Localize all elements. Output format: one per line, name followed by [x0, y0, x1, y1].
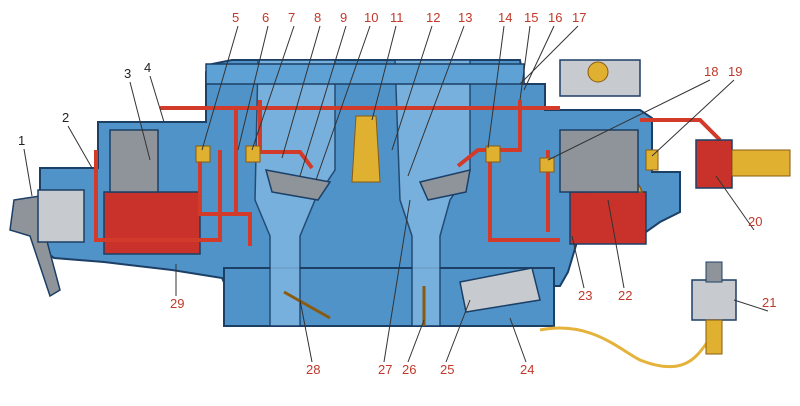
leader-line-22 [607, 199, 625, 289]
air-horn [205, 63, 525, 85]
callout-25: 25 [440, 362, 454, 377]
small-diffusers [264, 169, 471, 201]
callout-16: 16 [548, 10, 562, 25]
leader-line-19 [651, 79, 735, 157]
callout-19: 19 [728, 64, 742, 79]
economizer-body [459, 267, 541, 313]
economizer [459, 267, 541, 313]
jet-18 [539, 157, 555, 173]
leader-line-10 [315, 25, 371, 181]
callout-6: 6 [262, 10, 269, 25]
valve-21-cap [705, 261, 723, 283]
callout-7: 7 [288, 10, 295, 25]
leader-line-21 [733, 299, 769, 312]
callout-23: 23 [578, 288, 592, 303]
leader-line-20 [715, 175, 755, 231]
accelerator-pump-nozzle [351, 115, 381, 183]
diffuser-right [418, 169, 471, 201]
callout-5: 5 [232, 10, 239, 25]
accelerator-pump [559, 59, 641, 97]
leader-line-11 [371, 25, 397, 121]
leader-line-25 [445, 299, 471, 363]
leader-line-27 [383, 199, 411, 363]
inlet-fitting [695, 139, 791, 189]
leader-line-13 [407, 25, 465, 177]
leader-line-7 [251, 25, 295, 151]
leader-line-23 [571, 235, 585, 289]
leader-line-5 [201, 25, 239, 151]
leader-line-3 [129, 81, 151, 161]
callout-21: 21 [762, 295, 776, 310]
choke-mechanism [9, 189, 85, 298]
diffuser-left [264, 169, 332, 201]
callout-1: 1 [18, 133, 25, 148]
jet-19 [645, 149, 659, 171]
leader-line-6 [237, 25, 269, 151]
leader-line-28 [299, 299, 313, 363]
callout-17: 17 [572, 10, 586, 25]
callout-14: 14 [498, 10, 512, 25]
leader-line-17 [519, 25, 579, 85]
float-left [109, 129, 159, 193]
jets [195, 115, 659, 183]
valve-21-stem [705, 319, 723, 355]
callout-9: 9 [340, 10, 347, 25]
valve-21-body [691, 279, 737, 321]
solenoid-20 [695, 139, 733, 189]
throttle-valves [283, 286, 426, 326]
leader-line-16 [523, 25, 555, 91]
leader-line-12 [391, 25, 433, 151]
leader-line-15 [519, 25, 531, 101]
channel-left-1 [94, 150, 222, 242]
leader-line-1 [23, 148, 33, 197]
callout-24: 24 [520, 362, 534, 377]
leader-line-26 [407, 319, 425, 363]
wire [539, 326, 714, 369]
callout-15: 15 [524, 10, 538, 25]
callout-10: 10 [364, 10, 378, 25]
callout-28: 28 [306, 362, 320, 377]
leader-line-2 [67, 125, 93, 169]
leader-line-24 [509, 317, 527, 363]
leader-line-18 [547, 79, 711, 161]
solenoid-valve-21 [539, 261, 737, 369]
jet-15 [485, 145, 501, 163]
callout-18: 18 [704, 64, 718, 79]
throttle-valve-28 [283, 290, 331, 320]
callout-8: 8 [314, 10, 321, 25]
callout-11: 11 [390, 10, 404, 25]
leader-line-14 [487, 25, 505, 149]
callout-27: 27 [378, 362, 392, 377]
fuel-inlet-fitting [731, 149, 791, 177]
float-chamber-right [569, 191, 647, 245]
leader-line-9 [299, 25, 347, 177]
callout-3: 3 [124, 66, 131, 81]
leader-lines [23, 25, 769, 363]
channel-solenoid [640, 118, 722, 142]
callout-29: 29 [170, 296, 184, 311]
channel-right-1 [488, 150, 560, 242]
float-chamber-right-upper [559, 129, 639, 193]
jet-5 [195, 145, 211, 163]
callout-13: 13 [458, 10, 472, 25]
callout-12: 12 [426, 10, 440, 25]
callout-20: 20 [748, 214, 762, 229]
leader-line-4 [149, 75, 165, 123]
channel-left-2 [198, 150, 252, 246]
callout-4: 4 [144, 60, 151, 75]
callout-26: 26 [402, 362, 416, 377]
choke-diaphragm [37, 189, 85, 243]
float-chamber-left [103, 191, 201, 255]
pump-diaphragm [587, 61, 609, 83]
callout-2: 2 [62, 110, 69, 125]
leader-line-8 [281, 25, 321, 159]
callout-22: 22 [618, 288, 632, 303]
